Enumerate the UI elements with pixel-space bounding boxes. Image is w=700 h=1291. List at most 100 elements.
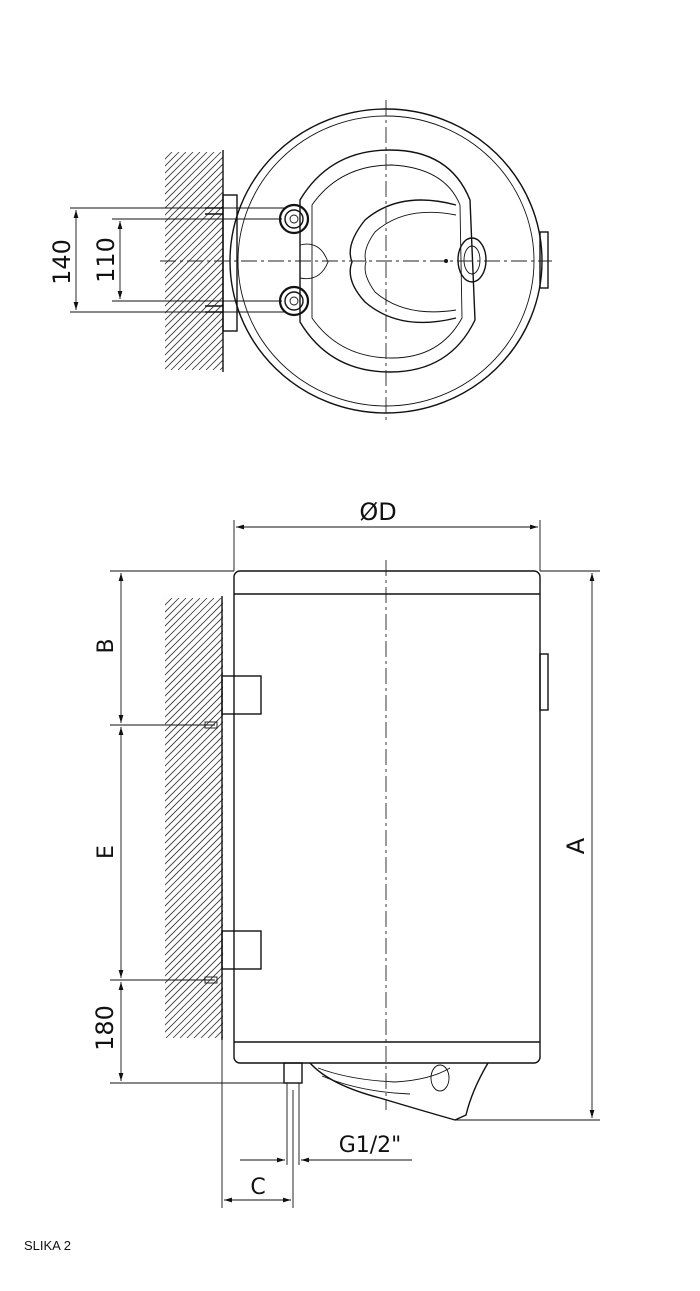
hatch-line: [383, 598, 700, 1038]
hatch-line: [165, 651, 223, 711]
hatch-line: [165, 658, 223, 718]
dim-label-180: 180: [91, 1005, 119, 1051]
hatch-line: [271, 598, 700, 1038]
upper-bracket: [221, 675, 262, 715]
hatch-line: [165, 598, 194, 627]
hatch-line: [320, 598, 700, 1038]
hatch-line: [460, 598, 700, 1038]
hatch-line: [411, 598, 700, 1038]
hatch-line: [348, 598, 700, 1038]
hatch-line: [551, 598, 700, 1038]
dim-label-C: C: [250, 1175, 265, 1200]
hatch-line: [165, 791, 223, 851]
hatch-line: [165, 630, 223, 690]
hatch-line: [614, 598, 700, 1038]
hatch-line: [600, 598, 700, 1038]
hatch-line: [165, 728, 223, 788]
hatch-line: [439, 598, 700, 1038]
hatch-line: [165, 623, 223, 683]
hatch-line: [418, 598, 700, 1038]
hatch-line: [404, 598, 700, 1038]
hatch-line: [165, 275, 223, 335]
hatch-line: [221, 1036, 223, 1038]
hatch-line: [165, 665, 223, 725]
hatch-line: [481, 598, 700, 1038]
hatch-line: [446, 598, 700, 1038]
hatch-line: [165, 616, 223, 676]
hatch-line: [165, 875, 223, 935]
hatch-line: [264, 598, 700, 1038]
side-view: ØD A B E 180 C G1/2": [91, 498, 700, 1208]
hatch-line: [165, 152, 173, 160]
hatch-line: [165, 184, 223, 244]
hatch-line: [165, 938, 223, 998]
hatch-line: [642, 598, 700, 1038]
hatch-line: [649, 598, 700, 1038]
hatch-line: [565, 598, 700, 1038]
hatch-line: [362, 598, 700, 1038]
hatch-line: [165, 735, 223, 795]
dim-label-A: A: [562, 837, 590, 854]
hatch-line: [207, 1022, 223, 1038]
hatch-line: [313, 598, 700, 1038]
hatch-line: [165, 910, 223, 970]
hatch-line: [165, 833, 223, 893]
hatch-line: [229, 598, 669, 1038]
hatch-line: [165, 170, 223, 230]
hatch-line: [165, 602, 223, 662]
dim-label-E: E: [94, 845, 119, 859]
hatch-line: [165, 924, 223, 984]
hatch-line: [425, 598, 700, 1038]
thermostat: [457, 237, 487, 283]
tank-body: [233, 570, 541, 1064]
hatch-line: [165, 598, 166, 599]
dim-label-140: 140: [48, 239, 76, 285]
hatch-line: [243, 598, 683, 1038]
hatch-line: [579, 598, 700, 1038]
hatch-line: [165, 952, 223, 1012]
hatch-line: [165, 714, 223, 774]
hatch-line: [572, 598, 700, 1038]
hatch-line: [165, 903, 223, 963]
hatch-line: [165, 805, 223, 865]
wall-hatch-side: [165, 598, 700, 1038]
hatch-line: [179, 994, 223, 1038]
hatch-line: [165, 598, 187, 620]
hatch-line: [165, 672, 223, 732]
hatch-line: [165, 152, 215, 202]
hatch-line: [184, 331, 223, 370]
hatch-line: [165, 152, 208, 195]
hatch-line: [165, 882, 223, 942]
hatch-line: [165, 763, 223, 823]
hatch-line: [621, 598, 700, 1038]
hatch-line: [376, 598, 700, 1038]
figure-caption: SLIKA 2: [24, 1238, 71, 1253]
hatch-line: [165, 152, 222, 209]
hatch-line: [165, 959, 223, 1019]
hatch-line: [165, 868, 223, 928]
hatch-line: [177, 324, 223, 370]
hatch-line: [165, 819, 223, 879]
hatch-line: [165, 700, 223, 760]
hatch-line: [165, 598, 173, 606]
hatch-line: [495, 598, 700, 1038]
hatch-line: [165, 310, 223, 370]
hatch-line: [165, 861, 223, 921]
hatch-line: [341, 598, 700, 1038]
hatch-line: [165, 973, 223, 1033]
hatch-line: [488, 598, 700, 1038]
hatch-line: [165, 598, 180, 613]
hatch-line: [165, 889, 223, 949]
hatch-line: [367, 152, 585, 370]
hatch-line: [214, 1029, 223, 1038]
hatch-line: [165, 598, 215, 648]
hatch-line: [165, 721, 223, 781]
hatch-line: [165, 598, 222, 655]
hatch-line: [165, 770, 223, 830]
hatch-line: [285, 598, 700, 1038]
hatch-line: [586, 598, 700, 1038]
hatch-line: [165, 598, 201, 634]
hatch-line: [165, 152, 180, 167]
dim-label-diameter: ØD: [359, 498, 396, 526]
